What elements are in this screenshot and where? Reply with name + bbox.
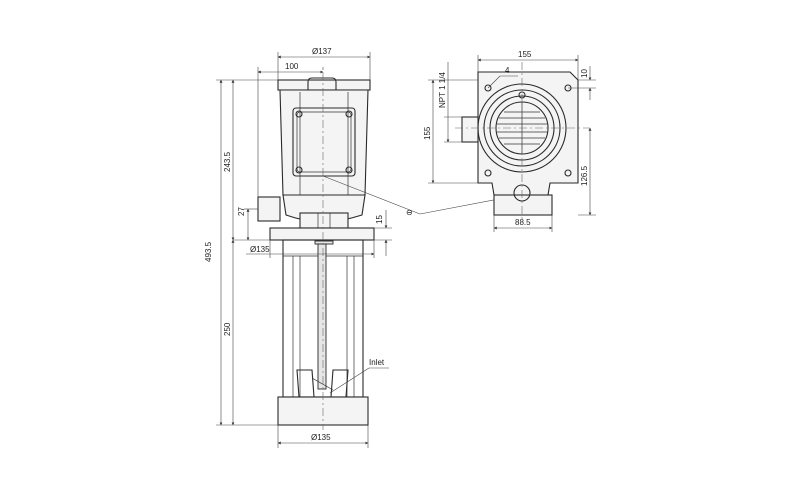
dim-bolt-offset: 10 — [580, 69, 589, 78]
dim-outlet-offset: 27 — [237, 207, 246, 216]
outlet-stub — [257, 196, 281, 222]
lifting-eye — [307, 77, 337, 90]
top-view: 155 4 10 NPT 1 1/4 155 126.5 88.5 — [423, 50, 596, 232]
dim-flange-thickness: 15 — [375, 215, 384, 224]
dim-immersion-depth: 250 — [223, 322, 232, 336]
mounting-flange — [269, 227, 375, 241]
dim-front-height: 155 — [423, 126, 432, 140]
dim-flange-diameter: Ø135 — [250, 245, 270, 254]
dim-motor-height: 243.5 — [223, 151, 232, 172]
dim-motor-offset: 100 — [285, 62, 299, 71]
side-view: Ø137 100 493.5 243.5 27 250 15 Ø135 — [204, 47, 521, 448]
dim-base-width: 155 — [518, 50, 532, 59]
dim-nut-size: 4 — [505, 66, 510, 75]
terminal-box — [292, 107, 356, 177]
dim-foot-width: 88.5 — [515, 218, 531, 227]
dim-thread: NPT 1 1/4 — [438, 72, 447, 108]
dim-motor-diameter: Ø137 — [312, 47, 332, 56]
dim-bottom-diameter: Ø135 — [311, 433, 331, 442]
dim-outlet-height: 126.5 — [580, 165, 589, 186]
inlet-label: Inlet — [369, 358, 385, 367]
motor-top-cap — [277, 79, 371, 91]
foot — [493, 194, 553, 216]
outlet-marker: ⊖ — [406, 208, 413, 217]
dim-overall-height: 493.5 — [204, 241, 213, 262]
